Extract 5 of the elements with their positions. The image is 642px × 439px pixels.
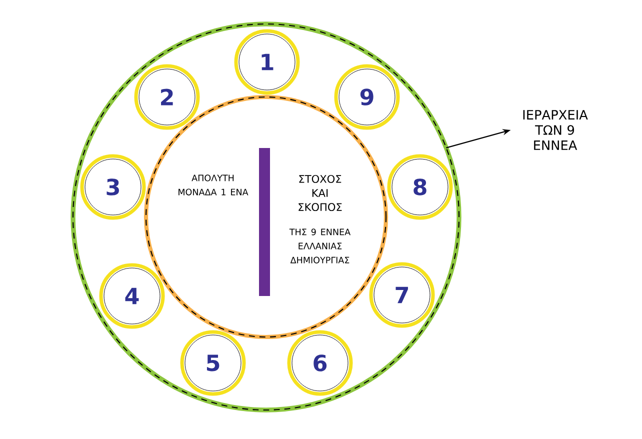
circle-text: ΣΤΟΧΟΣ ΚΑΙ ΣΚΟΠΟΣ — [298, 174, 342, 212]
outer-ring — [70, 22, 462, 412]
circle-text: ΤΗΣ 9 ΕΝΝΕΑ ΕΛΛΑΝΙΑΣ ΔΗΜΙΟΥΡΓΙΑΣ — [289, 228, 351, 264]
heading-text: ΙΕΡΑΡΧΕΙΑ ΤΩΝ 9 ΕΝΝΕΑ — [523, 110, 588, 150]
circle-text: ΑΠΟΛΥΤΗ ΜΟΝΑΔΑ 1 ΕΝΑ — [178, 174, 248, 196]
